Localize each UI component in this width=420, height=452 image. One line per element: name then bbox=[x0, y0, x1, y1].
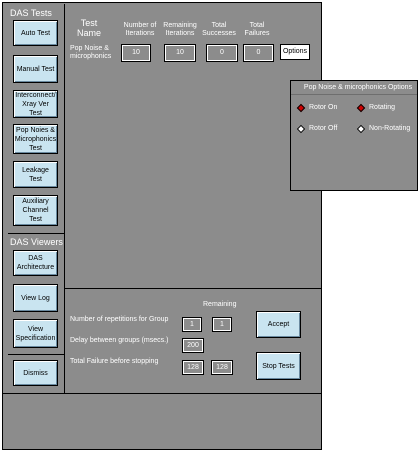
leakage-test-label: Leakage Test bbox=[22, 166, 49, 183]
pop-noise-test-label: Pop Noies & Microphonics Test bbox=[14, 126, 57, 152]
rotor-off-label: Rotor Off bbox=[309, 125, 338, 132]
interconnect-xray-test-button[interactable]: Interconnect/ Xray Ver Test bbox=[13, 90, 58, 118]
option-rotor-off[interactable]: Rotor Off bbox=[296, 124, 353, 134]
header-total-failures: Total Failures bbox=[244, 22, 270, 37]
accept-label: Accept bbox=[267, 321, 290, 328]
pop-noise-test-button[interactable]: Pop Noies & Microphonics Test bbox=[13, 124, 58, 154]
rotating-label: Rotating bbox=[369, 104, 396, 111]
leakage-test-button[interactable]: Leakage Test bbox=[13, 161, 58, 188]
sidebar-divider bbox=[8, 233, 64, 234]
repetitions-remaining-field: 1 bbox=[212, 317, 232, 332]
manual-test-label: Manual Test bbox=[16, 65, 55, 73]
non-rotating-radio-icon bbox=[356, 124, 366, 134]
repetitions-label: Number of repetitions for Group bbox=[70, 316, 169, 323]
footer-divider bbox=[3, 393, 322, 394]
rotating-radio-icon bbox=[356, 103, 366, 113]
main-section-divider bbox=[64, 288, 322, 289]
header-total-successes: Total Successes bbox=[202, 22, 236, 37]
options-popup-title-divider bbox=[291, 94, 417, 95]
manual-test-button[interactable]: Manual Test bbox=[13, 55, 58, 83]
options-popup-title: Pop Noise & microphonics Options bbox=[303, 84, 413, 91]
das-architecture-label: DAS Architecture bbox=[16, 255, 55, 271]
non-rotating-label: Non-Rotating bbox=[369, 125, 411, 132]
view-specification-label: View Specification bbox=[15, 325, 56, 342]
failure-label: Total Failure before stopping bbox=[70, 358, 159, 365]
sidebar-vertical-divider bbox=[64, 4, 65, 393]
failure-field[interactable]: 128 bbox=[182, 360, 204, 375]
das-tests-title: DAS Tests bbox=[10, 8, 52, 18]
header-number-of-iterations: Number of Iterations bbox=[123, 22, 157, 37]
das-architecture-button[interactable]: DAS Architecture bbox=[13, 250, 58, 276]
remaining-header: Remaining bbox=[203, 301, 237, 308]
header-test-name: Test Name bbox=[76, 18, 101, 38]
total-successes-field: 0 bbox=[206, 44, 238, 62]
remaining-iterations-field: 10 bbox=[164, 44, 196, 62]
view-log-label: View Log bbox=[21, 294, 50, 302]
repetitions-field[interactable]: 1 bbox=[182, 317, 202, 332]
stop-tests-label: Stop Tests bbox=[262, 362, 295, 370]
row-test-name: Pop Noise & microphonics bbox=[70, 45, 112, 60]
rotor-off-radio-icon bbox=[296, 124, 306, 134]
auto-test-label: Auto Test bbox=[20, 29, 51, 37]
dismiss-button[interactable]: Dismiss bbox=[13, 360, 58, 386]
num-iterations-field[interactable]: 10 bbox=[121, 44, 151, 62]
sidebar-divider-lower bbox=[8, 354, 64, 355]
dismiss-label: Dismiss bbox=[23, 369, 48, 377]
option-rotating[interactable]: Rotating bbox=[356, 103, 415, 113]
options-button[interactable]: Options bbox=[280, 44, 310, 60]
stop-tests-button[interactable]: Stop Tests bbox=[256, 352, 301, 380]
delay-field[interactable]: 200 bbox=[182, 338, 204, 353]
rotor-on-radio-icon bbox=[296, 103, 306, 113]
delay-label: Delay between groups (msecs.) bbox=[70, 337, 169, 344]
das-viewers-title: DAS Viewers bbox=[10, 237, 63, 247]
auxiliary-channel-test-button[interactable]: Auxiliary Channel Test bbox=[13, 195, 58, 226]
auxiliary-channel-test-label: Auxiliary Channel Test bbox=[22, 198, 49, 223]
accept-button[interactable]: Accept bbox=[256, 311, 301, 338]
option-non-rotating[interactable]: Non-Rotating bbox=[356, 124, 415, 134]
view-log-button[interactable]: View Log bbox=[13, 284, 58, 312]
failure-remaining-field: 128 bbox=[211, 360, 233, 375]
rotor-on-label: Rotor On bbox=[309, 104, 338, 111]
header-remaining-iterations: Remaining Iterations bbox=[163, 22, 197, 37]
options-popup: Pop Noise & microphonics Options Rotor O… bbox=[290, 80, 418, 191]
total-failures-field: 0 bbox=[243, 44, 274, 62]
interconnect-xray-test-label: Interconnect/ Xray Ver Test bbox=[15, 91, 56, 117]
auto-test-button[interactable]: Auto Test bbox=[13, 20, 58, 46]
view-specification-button[interactable]: View Specification bbox=[13, 319, 58, 348]
option-rotor-on[interactable]: Rotor On bbox=[296, 103, 353, 113]
